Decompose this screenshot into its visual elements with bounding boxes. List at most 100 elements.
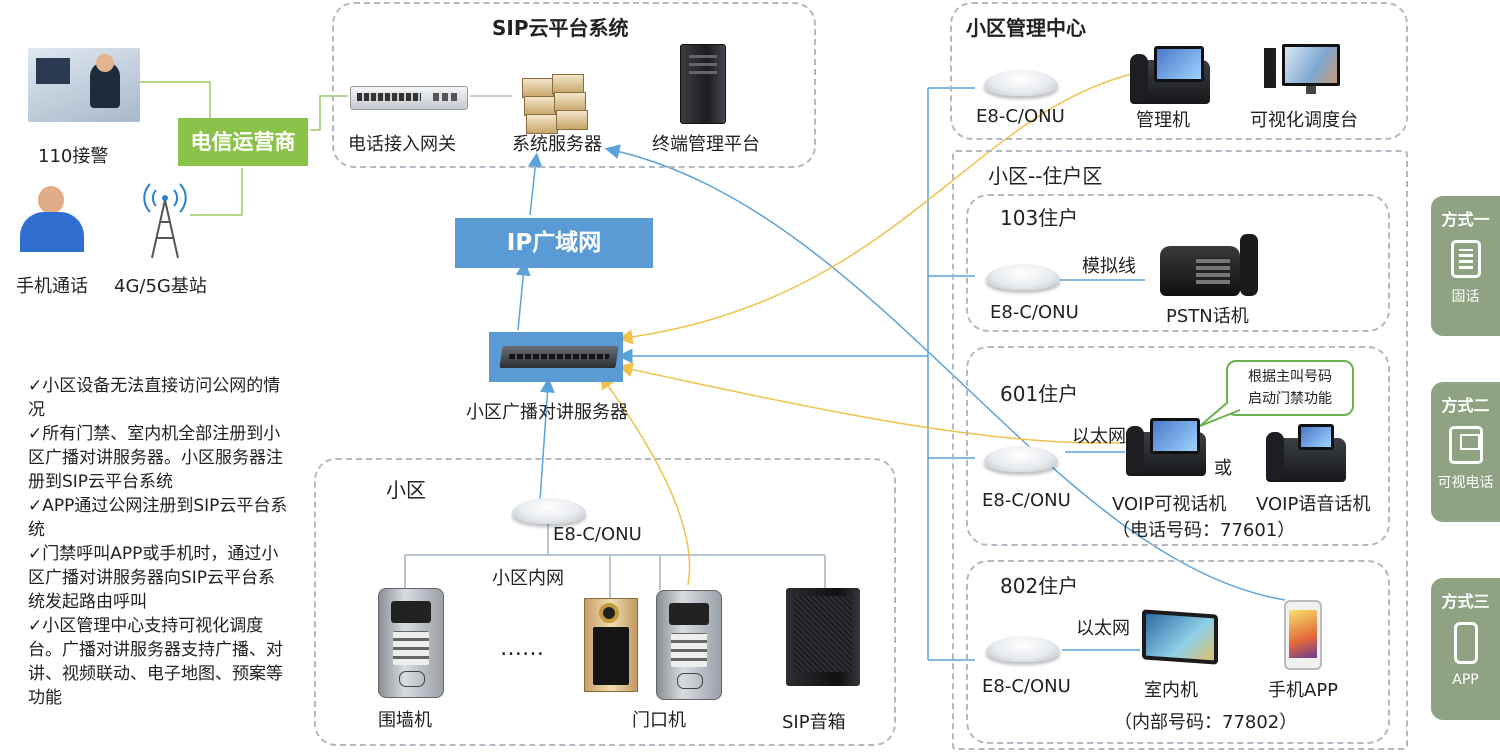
unit-103-onu-label: E8-C/ONU	[990, 302, 1079, 323]
mode-tab-3: 方式三 APP	[1431, 578, 1500, 720]
server-label: 系统服务器	[512, 134, 602, 155]
carrier-box: 电信运营商	[178, 118, 308, 166]
door-to-broadcast-curve	[599, 373, 691, 586]
console-pc-icon	[1264, 48, 1276, 88]
callout-line-2: 启动门禁功能	[1248, 391, 1332, 407]
unit-802-title: 802住户	[1000, 574, 1079, 598]
mode-tab-1: 方式一 固话	[1431, 196, 1500, 336]
sip-speaker-device	[786, 588, 860, 686]
smartphone-icon	[1453, 622, 1478, 664]
carrier-link-alarm	[140, 81, 211, 118]
broadcast-server-box	[489, 332, 623, 382]
or-label: 或	[1214, 458, 1232, 479]
broadcast-server-device	[499, 346, 619, 368]
community-box	[314, 458, 896, 746]
wan-box: IP广域网	[455, 218, 653, 268]
sip-cloud-title: SIP云平台系统	[492, 16, 629, 40]
mode-2-sub: 可视电话	[1437, 475, 1494, 491]
note-item: ✓APP通过公网注册到SIP云平台系统	[28, 496, 288, 540]
community-title: 小区	[386, 478, 426, 502]
broadcast-to-wan	[515, 260, 531, 331]
unit-103-box	[966, 194, 1390, 332]
lan-label: 小区内网	[492, 568, 564, 589]
mobile-app-device	[1284, 600, 1322, 670]
mode-1-title: 方式一	[1441, 210, 1490, 229]
phone-gateway-device	[350, 86, 468, 110]
note-item: ✓所有门禁、室内机全部注册到小区广播对讲服务器。小区服务器注册到SIP云平台系统	[28, 424, 283, 492]
voip-video-phone-device	[1126, 414, 1206, 476]
phone601-to-broadcast-curve	[617, 362, 1141, 444]
unit-802-number-label: （内部号码：77802）	[1114, 712, 1298, 733]
note-item: ✓门禁呼叫APP或手机时，通过小区广播对讲服务器向SIP云平台系统发起路由呼叫	[28, 544, 279, 612]
mode-tab-2: 方式二 可视电话	[1431, 382, 1500, 522]
console-label: 可视化调度台	[1250, 110, 1358, 131]
voip-video-phone-label: VOIP可视话机	[1112, 494, 1227, 515]
note-item: ✓小区管理中心支持可视化调度台。广播对讲服务器支持广播、对讲、视频联动、电子地图…	[28, 616, 283, 708]
residence-title: 小区--住户区	[988, 164, 1103, 188]
unit-601-onu-device	[984, 446, 1058, 472]
wall-label: 围墙机	[378, 710, 432, 731]
video-phone-icon	[1448, 426, 1483, 464]
terminal-platform-device	[680, 44, 726, 124]
console-monitor-icon	[1282, 44, 1340, 94]
door-station-device	[656, 590, 722, 700]
unit-601-number-label: （电话号码：77601）	[1112, 520, 1296, 541]
mobile-caller-photo	[12, 182, 96, 252]
mgmt-onu-device	[984, 70, 1058, 96]
app-to-server-curve	[604, 144, 1286, 601]
voip-voice-phone-device	[1266, 420, 1346, 482]
mobile-app-label: 手机APP	[1268, 680, 1339, 701]
pstn-phone-device	[1160, 246, 1240, 296]
basestation-label: 4G/5G基站	[114, 276, 207, 297]
system-server-device	[522, 70, 588, 134]
unit-802-link-label: 以太网	[1076, 618, 1130, 639]
door-label: 门口机	[632, 710, 686, 731]
mode-3-title: 方式三	[1441, 592, 1490, 611]
unit-802-onu-label: E8-C/ONU	[982, 676, 1071, 697]
carrier-link-gateway	[310, 95, 348, 131]
community-onu-label: E8-C/ONU	[553, 524, 642, 545]
mgmt-center-box	[950, 2, 1408, 140]
unit-103-onu-device	[986, 264, 1060, 290]
mgmt-center-title: 小区管理中心	[966, 16, 1086, 40]
mobile-label: 手机通话	[16, 276, 88, 297]
manager-phone-device	[1130, 42, 1210, 104]
notes-list: ✓小区设备无法直接访问公网的情况 ✓所有门禁、室内机全部注册到小区广播对讲服务器…	[28, 374, 290, 710]
gold-door-panel-device	[584, 598, 638, 692]
mode-2-title: 方式二	[1441, 396, 1490, 415]
unit-601-title: 601住户	[1000, 382, 1079, 406]
cordless-phone-device	[1240, 234, 1258, 296]
wan-to-sip	[527, 152, 543, 216]
unit-103-link-label: 模拟线	[1082, 256, 1136, 277]
landline-icon	[1450, 240, 1481, 278]
callout-bubble: 根据主叫号码 启动门禁功能	[1226, 360, 1354, 416]
callout-line-1: 根据主叫号码	[1248, 369, 1332, 385]
sip-cloud-box	[332, 2, 816, 168]
wall-station-device	[378, 588, 444, 698]
call-center-photo	[28, 48, 140, 122]
voip-voice-phone-label: VOIP语音话机	[1256, 494, 1371, 515]
ellipsis: ……	[500, 636, 544, 661]
unit-601-onu-label: E8-C/ONU	[982, 490, 1071, 511]
unit-802-box	[966, 560, 1390, 744]
basestation-icon	[143, 183, 187, 259]
indoor-unit-device	[1142, 609, 1218, 665]
unit-601-link-label: 以太网	[1072, 426, 1126, 447]
unit-601-box	[966, 346, 1390, 546]
community-onu-device	[512, 498, 586, 524]
onu-to-broadcast	[539, 377, 555, 501]
terminal-label: 终端管理平台	[652, 134, 760, 155]
callout-pointer	[1199, 401, 1241, 427]
mgmt-onu-label: E8-C/ONU	[976, 106, 1065, 127]
speaker-label: SIP音箱	[782, 712, 846, 733]
note-item: ✓小区设备无法直接访问公网的情况	[28, 376, 281, 420]
mode-3-sub: APP	[1452, 672, 1479, 688]
alarm-label: 110接警	[38, 146, 109, 167]
mgmt-to-broadcast-curve	[617, 71, 1141, 345]
mode-1-sub: 固话	[1451, 289, 1480, 305]
indoor-unit-label: 室内机	[1144, 680, 1198, 701]
manager-label: 管理机	[1136, 110, 1190, 131]
unit-802-onu-device	[986, 636, 1060, 662]
broadcast-server-label: 小区广播对讲服务器	[466, 402, 628, 423]
gateway-label: 电话接入网关	[348, 134, 456, 155]
